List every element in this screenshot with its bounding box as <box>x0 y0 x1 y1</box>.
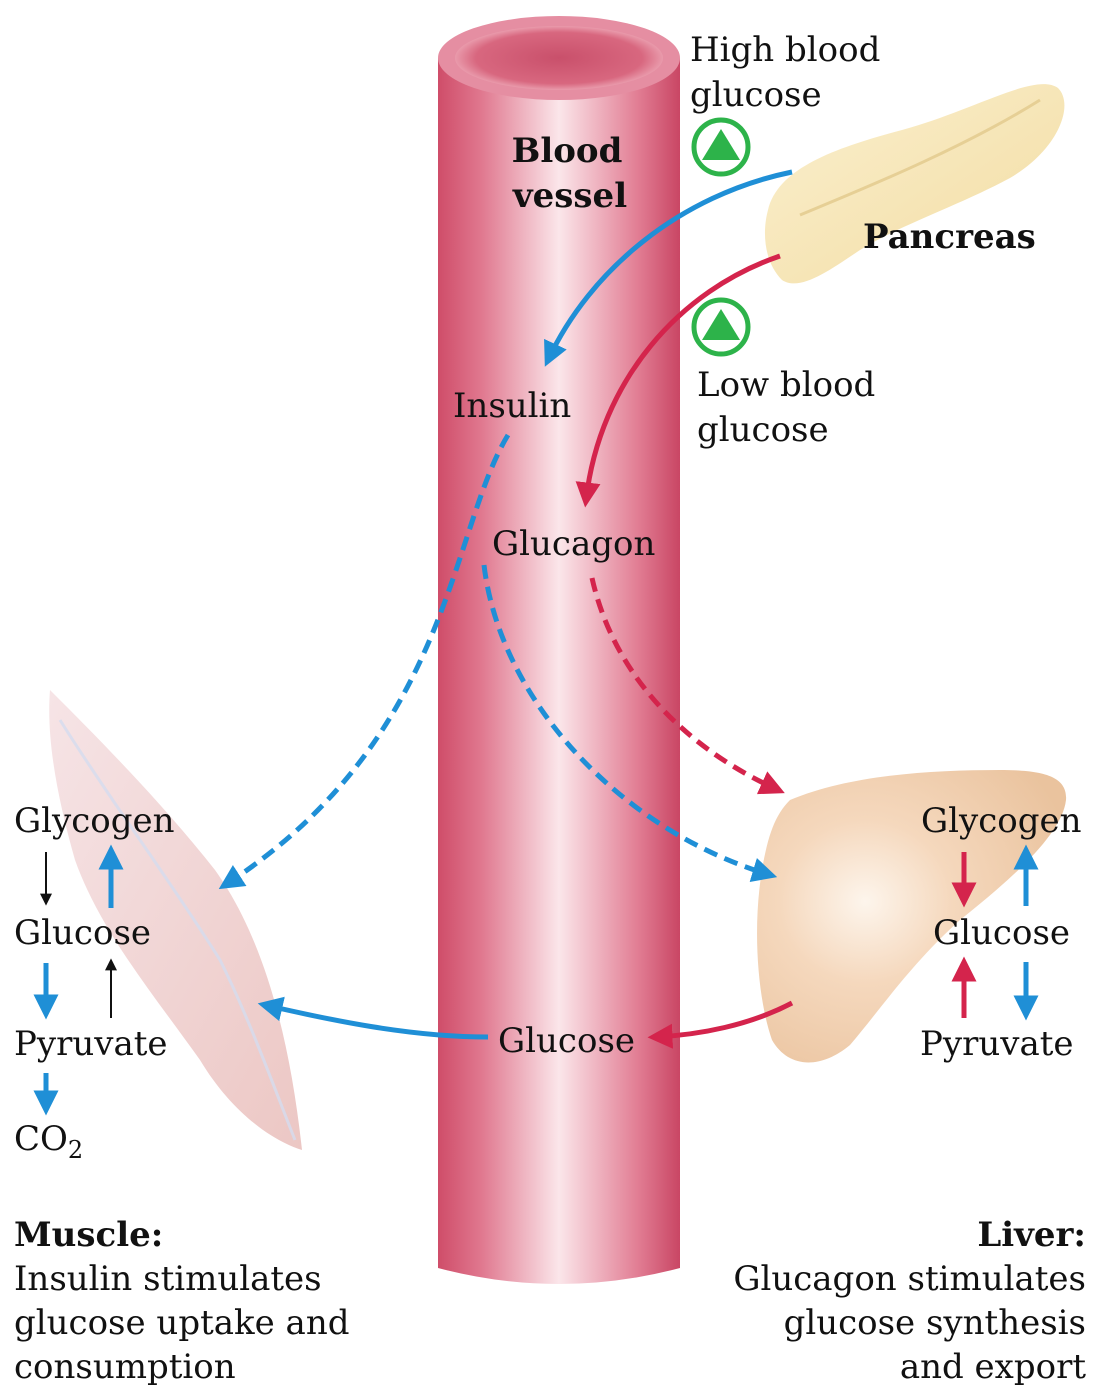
muscle-caption-line1: Insulin stimulates <box>14 1259 322 1299</box>
glucagon-label: Glucagon <box>492 524 655 564</box>
liver-caption-line1: Glucagon stimulates <box>733 1259 1086 1299</box>
low-glucose-label-line1: Low blood <box>697 365 875 405</box>
muscle-glucose-label: Glucose <box>14 913 151 953</box>
high-glucose-label-line2: glucose <box>690 75 822 115</box>
liver-caption-line3: and export <box>900 1347 1087 1387</box>
pancreas-label: Pancreas <box>863 217 1036 257</box>
blood-vessel-label-line2: vessel <box>512 176 627 216</box>
muscle-glycogen-label: Glycogen <box>14 801 175 841</box>
liver-title: Liver: <box>977 1215 1086 1255</box>
liver-glycogen-label: Glycogen <box>921 801 1082 841</box>
liver-caption-line2: glucose synthesis <box>784 1303 1086 1343</box>
blood-vessel-label-line1: Blood <box>512 131 623 171</box>
muscle-caption-line3: consumption <box>14 1347 236 1387</box>
liver-pyruvate-label: Pyruvate <box>920 1024 1074 1064</box>
liver-glucose-label: Glucose <box>933 913 1070 953</box>
high-glucose-label-line1: High blood <box>690 30 880 70</box>
muscle-co2-subscript: 2 <box>68 1136 83 1164</box>
muscle-caption-line2: glucose uptake and <box>14 1303 349 1343</box>
muscle-title: Muscle: <box>14 1215 163 1255</box>
insulin-label: Insulin <box>453 386 571 426</box>
high-glucose-indicator-icon <box>694 120 748 174</box>
muscle-pyruvate-label: Pyruvate <box>14 1024 168 1064</box>
low-glucose-indicator-icon <box>694 300 748 354</box>
muscle-co2-label: CO2 <box>14 1119 83 1164</box>
low-glucose-label-line2: glucose <box>697 410 829 450</box>
muscle-co2-text: CO <box>14 1119 68 1159</box>
vessel-glucose-label: Glucose <box>498 1021 635 1061</box>
